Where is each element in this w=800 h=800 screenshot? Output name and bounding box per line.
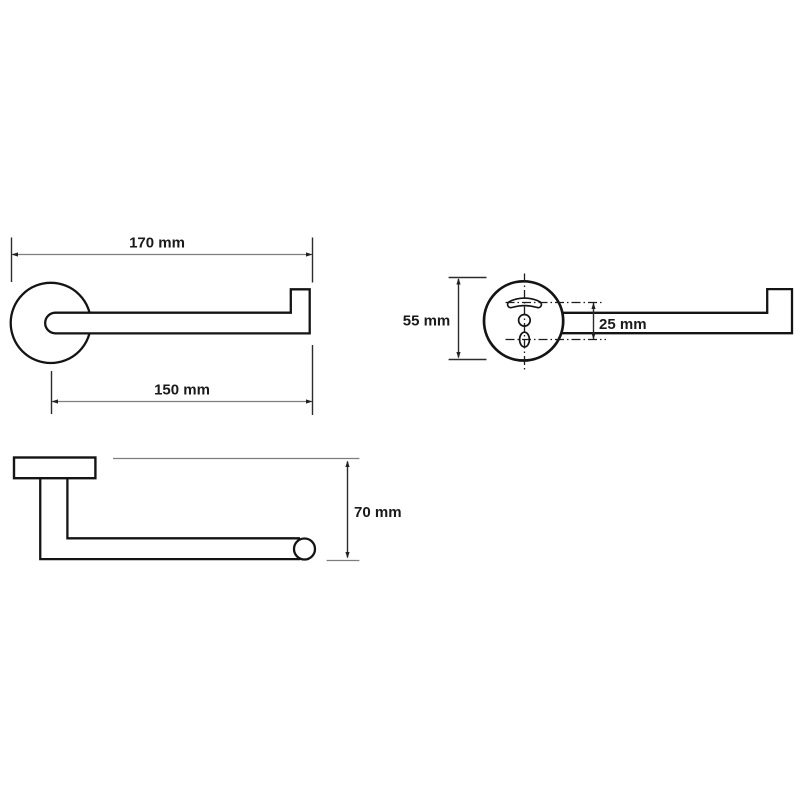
svg-text:170 mm: 170 mm [129, 235, 185, 252]
svg-text:55 mm: 55 mm [403, 313, 451, 330]
svg-text:150 mm: 150 mm [154, 382, 210, 399]
svg-text:70 mm: 70 mm [354, 504, 402, 521]
svg-text:25 mm: 25 mm [599, 316, 647, 333]
